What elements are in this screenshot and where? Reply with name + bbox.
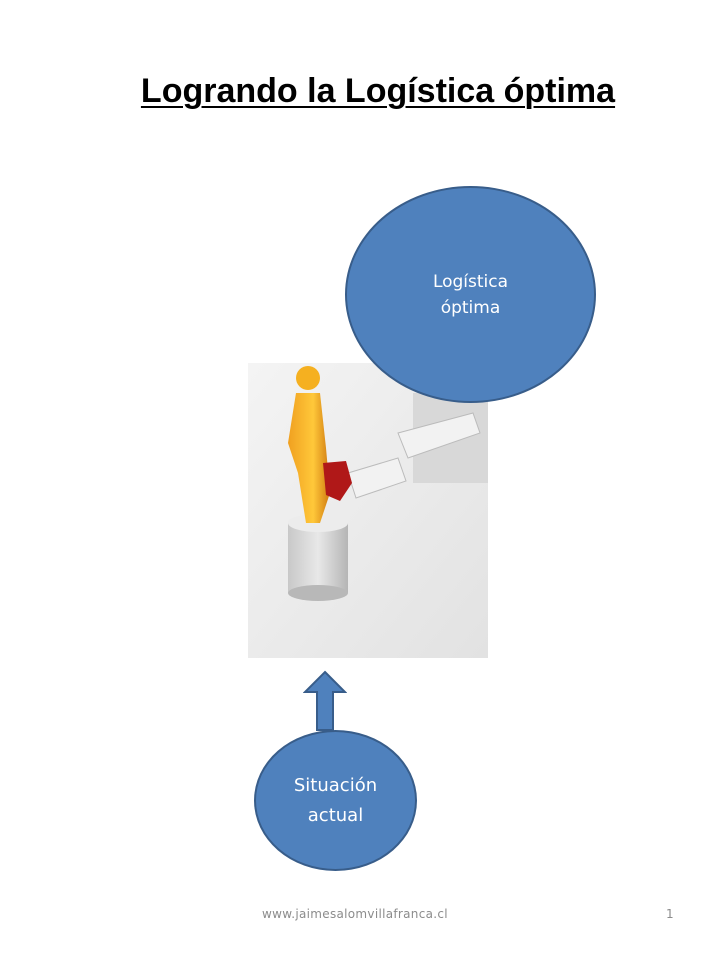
puzzle-bridge-illustration	[248, 363, 488, 658]
goal-oval-line2: óptima	[440, 297, 501, 318]
current-oval-line1: Situación	[293, 774, 378, 796]
goal-oval-logistica-optima: Logística óptima	[345, 186, 596, 403]
page-title: Logrando la Logística óptima	[140, 72, 616, 110]
footer-url: www.jaimesalomvillafranca.cl	[262, 907, 448, 921]
current-situation-oval: Situación actual	[254, 730, 417, 871]
page-number: 1	[666, 907, 674, 921]
goal-oval-line1: Logística	[432, 271, 509, 292]
current-oval-line2: actual	[307, 804, 364, 826]
up-arrow-icon	[303, 670, 347, 731]
